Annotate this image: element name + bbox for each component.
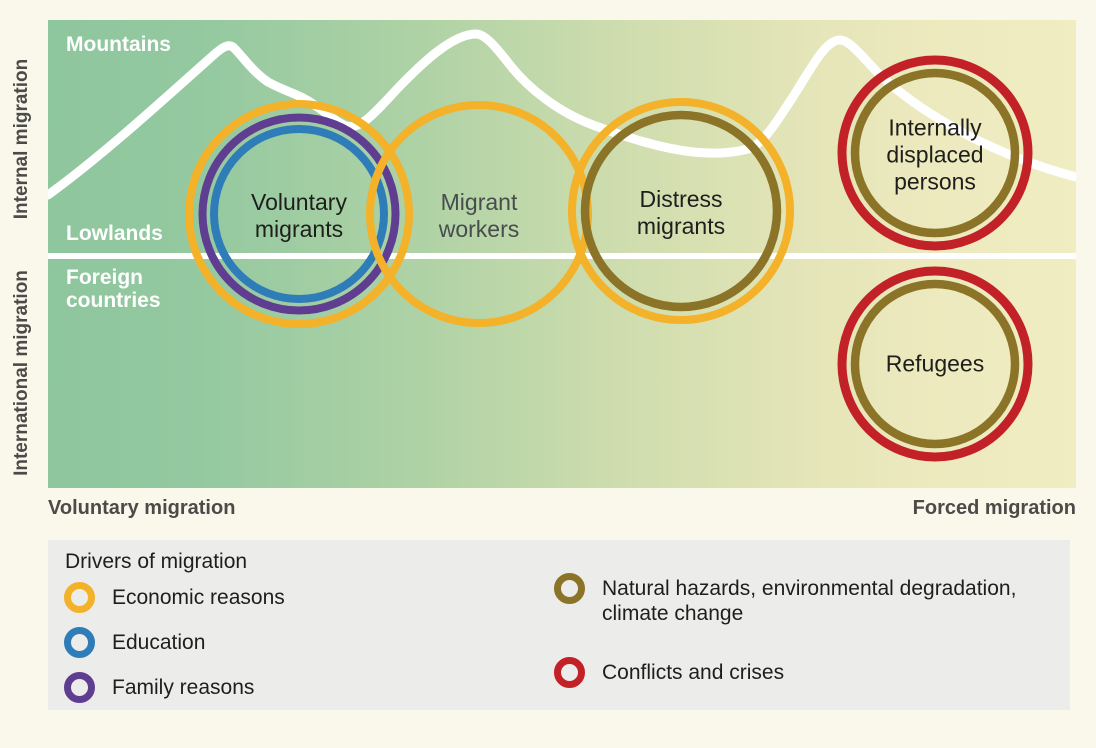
chart-panel: Mountains Lowlands Foreign countries Vol…	[48, 20, 1076, 488]
ring-swatch-natural-hazards-icon	[554, 573, 585, 604]
internal-migration-axis: Internal migration	[11, 58, 32, 220]
voluntary-migrants-circle	[185, 100, 413, 328]
internally-displaced-persons-label: Internally displaced persons	[886, 114, 984, 195]
refugees-circle	[837, 266, 1033, 462]
legend-item-education: Education	[64, 627, 205, 658]
legend-panel: Drivers of migration Economic reasons Ed…	[48, 540, 1070, 710]
international-migration-axis: International migration	[11, 270, 33, 476]
ring-swatch-education-icon	[64, 627, 95, 658]
legend-item-natural-hazards: Natural hazards, environmental degradati…	[554, 573, 1016, 626]
voluntary-migrants-label: Voluntary migrants	[251, 188, 347, 242]
section-divider-line	[48, 253, 1076, 259]
refugees-label: Refugees	[885, 350, 985, 377]
chart-graphics	[48, 29, 1076, 462]
lowlands-label: Lowlands	[66, 222, 163, 245]
foreign-countries-label: Foreign countries	[66, 266, 161, 312]
distress-migrants-label: Distress migrants	[636, 185, 726, 239]
legend-item-family: Family reasons	[64, 672, 254, 703]
distress-migrants-circle	[568, 98, 794, 324]
voluntary-migration-axis-label: Voluntary migration	[48, 497, 236, 519]
legend-item-conflicts: Conflicts and crises	[554, 657, 784, 688]
legend-title: Drivers of migration	[65, 550, 248, 573]
mountain-ridge-line	[48, 29, 1076, 200]
mountains-label: Mountains	[66, 33, 171, 56]
ring-swatch-family-icon	[64, 672, 95, 703]
migrant-workers-label: Migrant workers	[438, 188, 520, 242]
forced-migration-axis-label: Forced migration	[912, 497, 1076, 519]
ring-swatch-economic-icon	[64, 582, 95, 613]
ring-swatch-conflicts-icon	[554, 657, 585, 688]
legend-item-economic: Economic reasons	[64, 582, 285, 613]
internally-displaced-persons-circle	[837, 55, 1033, 251]
